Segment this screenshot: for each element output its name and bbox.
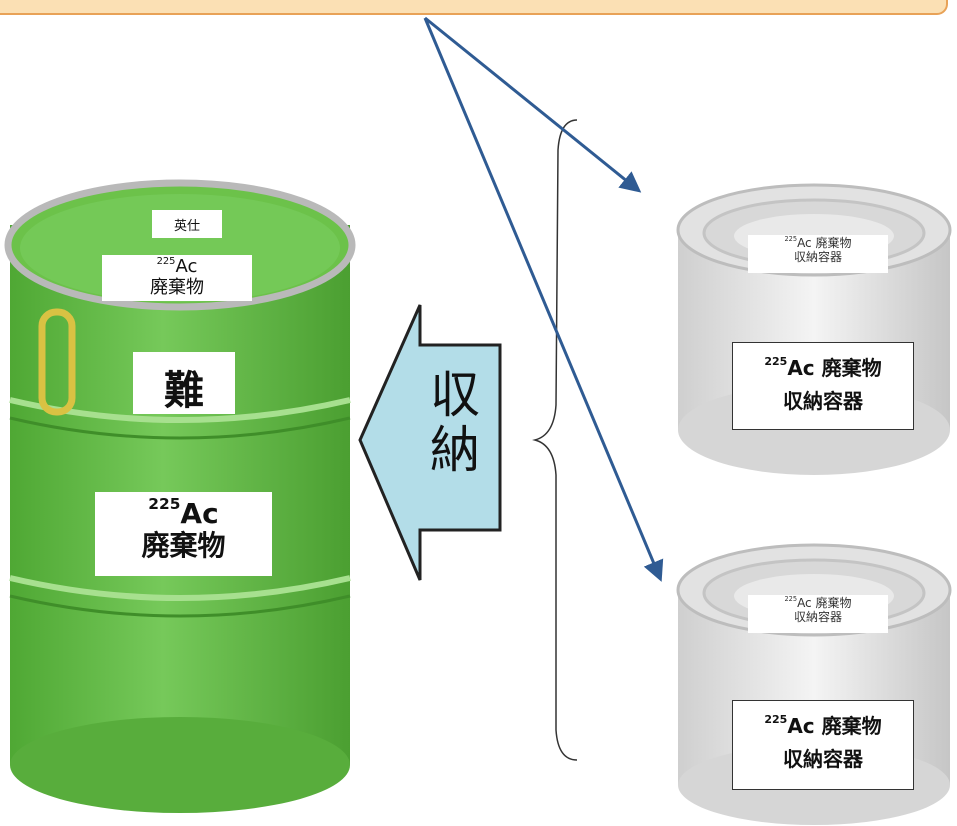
container-1-lid-label: 225Ac 廃棄物 収納容器 [748, 235, 888, 273]
container-2-lid-label: 225Ac 廃棄物 収納容器 [748, 595, 888, 633]
drum-lid-small-label: 英仕 [152, 210, 222, 238]
drum-main-text: 廃棄物 [141, 529, 226, 563]
container-graphic-1 [676, 183, 952, 475]
drum-lid-isotope: Ac [175, 256, 198, 277]
storage-arrow-label: 収 納 [415, 368, 495, 478]
drum-lid-text: 廃棄物 [150, 276, 204, 298]
drum-lid-isotope-mass: 225 [156, 256, 176, 268]
drum-main-isotope: Ac [180, 497, 219, 530]
drum-lid-label: 225Ac 廃棄物 [102, 255, 252, 301]
arrow-to-container-2 [423, 17, 664, 582]
storage-arrow [358, 304, 502, 581]
container-2-label: 225Ac 廃棄物 収納容器 [732, 700, 914, 790]
drum-difficulty-label: 難 [133, 352, 235, 414]
curly-brace [532, 119, 578, 761]
drum-main-isotope-mass: 225 [148, 495, 181, 514]
arrow-to-container-1 [424, 16, 642, 193]
drum-main-label: 225Ac 廃棄物 [95, 492, 272, 576]
top-note-box [0, 0, 948, 15]
container-1-label: 225Ac 廃棄物 収納容器 [732, 342, 914, 430]
storage-arrow-label-line1: 収 [430, 366, 480, 424]
storage-arrow-label-line2: 納 [430, 421, 480, 479]
